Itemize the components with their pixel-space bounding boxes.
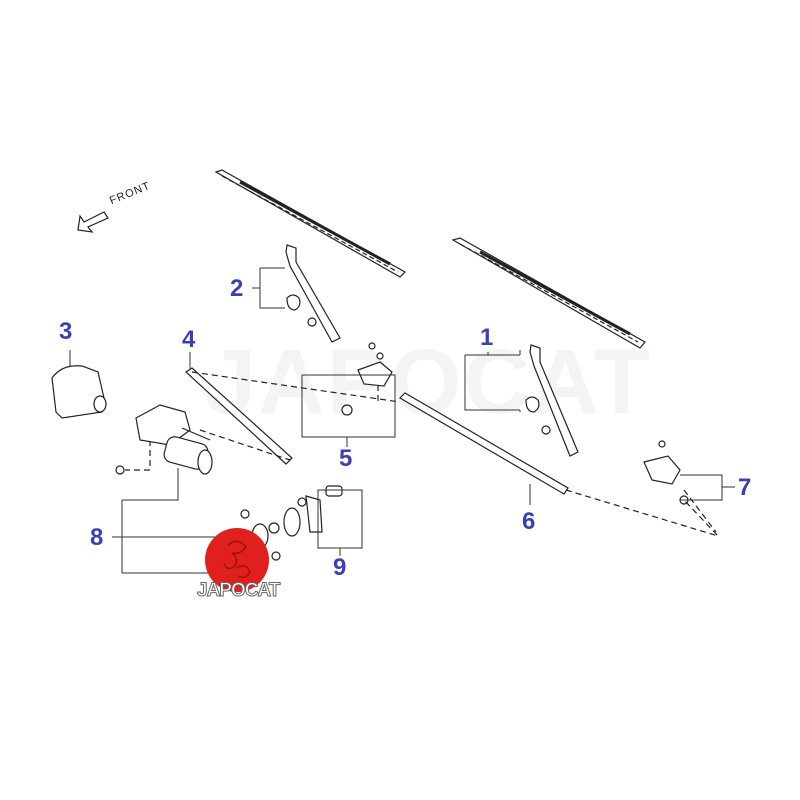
- wiper-arm-right: [525, 344, 579, 457]
- callout-5: 5: [339, 445, 353, 472]
- front-arrow-icon: [77, 211, 109, 233]
- callout-7: 7: [738, 474, 752, 501]
- watermark: JAPOCAT: [205, 330, 652, 435]
- wiper-blade-right: [451, 237, 646, 349]
- connection-lines: [125, 371, 720, 538]
- link-rod-6: [399, 392, 569, 495]
- motor-cap-3: [51, 365, 107, 419]
- wiper-blade-left: [214, 169, 406, 278]
- leader-lines: [69, 267, 735, 574]
- callout-4: 4: [182, 326, 196, 353]
- logo-text: JAPOCAT: [196, 580, 280, 602]
- wiper-arm-left: [285, 244, 341, 343]
- callout-8: 8: [90, 524, 104, 551]
- pivot-assembly-right: [643, 440, 689, 505]
- wiper-motor: [115, 404, 213, 475]
- pivot-assembly: [341, 342, 393, 416]
- callout-9: 9: [333, 554, 347, 581]
- callout-1: 1: [480, 324, 494, 351]
- callout-2: 2: [230, 275, 244, 302]
- callout-6: 6: [522, 508, 536, 535]
- japocat-logo: [205, 528, 269, 592]
- callout-3: 3: [59, 318, 73, 345]
